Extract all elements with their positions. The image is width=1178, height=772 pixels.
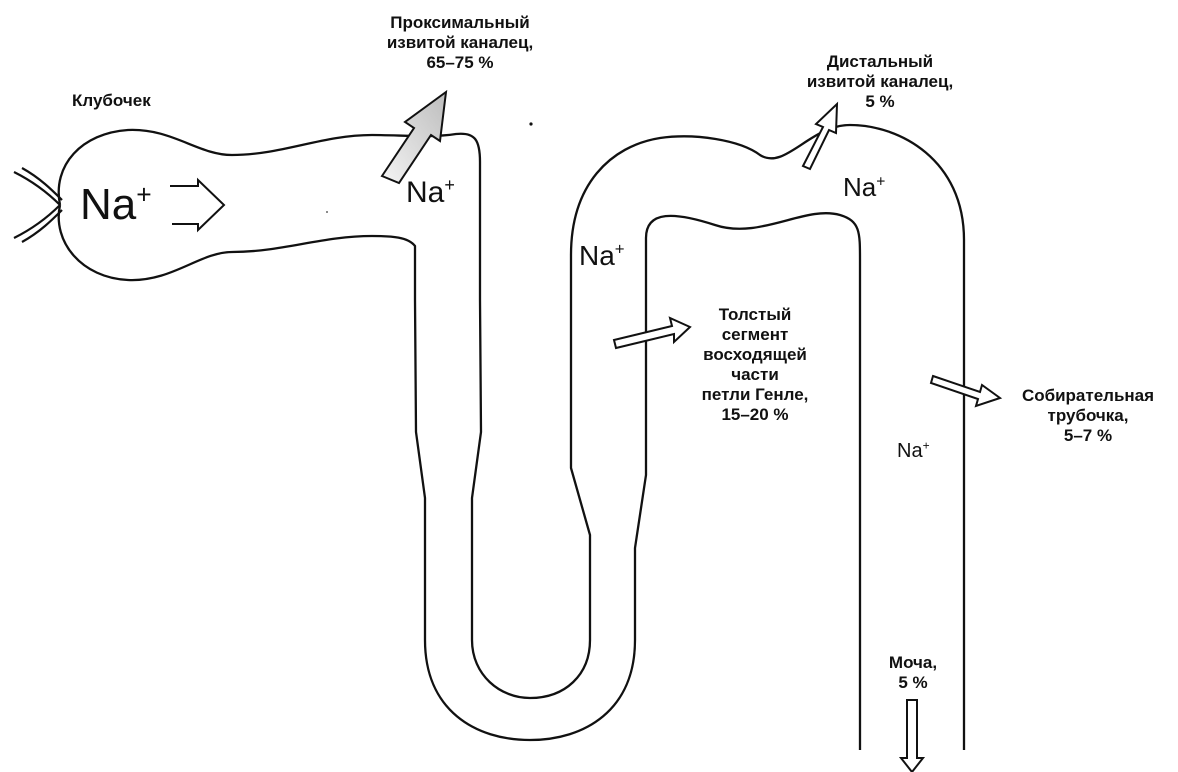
collecting-line-3: 5–7 % xyxy=(1008,426,1168,446)
proximal-arrow xyxy=(382,92,446,183)
collecting-label: Собирательная трубочка, 5–7 % xyxy=(1008,386,1168,446)
henle-arrow xyxy=(614,318,690,348)
arterioles xyxy=(14,168,62,242)
henle-line-6: 15–20 % xyxy=(680,405,830,425)
henle-line-1: Толстый xyxy=(680,305,830,325)
distal-line-1: Дистальный xyxy=(800,52,960,72)
urine-line-1: Моча, xyxy=(868,653,958,673)
na-ion-proximal: Na+ xyxy=(406,176,455,210)
henle-line-5: петли Генле, xyxy=(680,385,830,405)
glomerulus-text: Клубочек xyxy=(72,91,151,111)
distal-arrow xyxy=(803,104,837,169)
distal-label: Дистальный извитой каналец, 5 % xyxy=(800,52,960,112)
na-ion-collecting: Na+ xyxy=(897,440,930,463)
na-charge: + xyxy=(876,173,885,190)
proximal-label: Проксимальный извитой каналец, 65–75 % xyxy=(370,13,550,73)
na-ion-henle: Na+ xyxy=(579,240,625,272)
tubule-inner-wall xyxy=(59,205,860,750)
urine-arrow xyxy=(901,700,923,772)
na-charge: + xyxy=(444,175,455,195)
na-ion-glomerulus: Na+ xyxy=(80,180,152,230)
na-charge: + xyxy=(923,438,930,452)
na-symbol: Na xyxy=(406,176,444,209)
urine-line-2: 5 % xyxy=(868,673,958,693)
na-symbol: Na xyxy=(843,172,876,202)
glomerulus-na-arrow xyxy=(170,180,224,230)
henle-line-4: части xyxy=(680,365,830,385)
collecting-line-2: трубочка, xyxy=(1008,406,1168,426)
proximal-line-1: Проксимальный xyxy=(370,13,550,33)
na-charge: + xyxy=(136,179,151,209)
distal-line-3: 5 % xyxy=(800,92,960,112)
henle-line-3: восходящей xyxy=(680,345,830,365)
collecting-arrow xyxy=(931,376,1000,406)
distal-line-2: извитой каналец, xyxy=(800,72,960,92)
proximal-line-2: извитой каналец, xyxy=(370,33,550,53)
na-symbol: Na xyxy=(897,440,923,462)
na-ion-distal: Na+ xyxy=(843,172,885,203)
na-symbol: Na xyxy=(579,240,615,271)
proximal-line-3: 65–75 % xyxy=(370,53,550,73)
glomerulus-label: Клубочек xyxy=(72,91,151,111)
na-symbol: Na xyxy=(80,180,136,229)
na-charge: + xyxy=(615,240,625,259)
collecting-line-1: Собирательная xyxy=(1008,386,1168,406)
henle-label: Толстый сегмент восходящей части петли Г… xyxy=(680,305,830,425)
henle-line-2: сегмент xyxy=(680,325,830,345)
urine-label: Моча, 5 % xyxy=(868,653,958,693)
